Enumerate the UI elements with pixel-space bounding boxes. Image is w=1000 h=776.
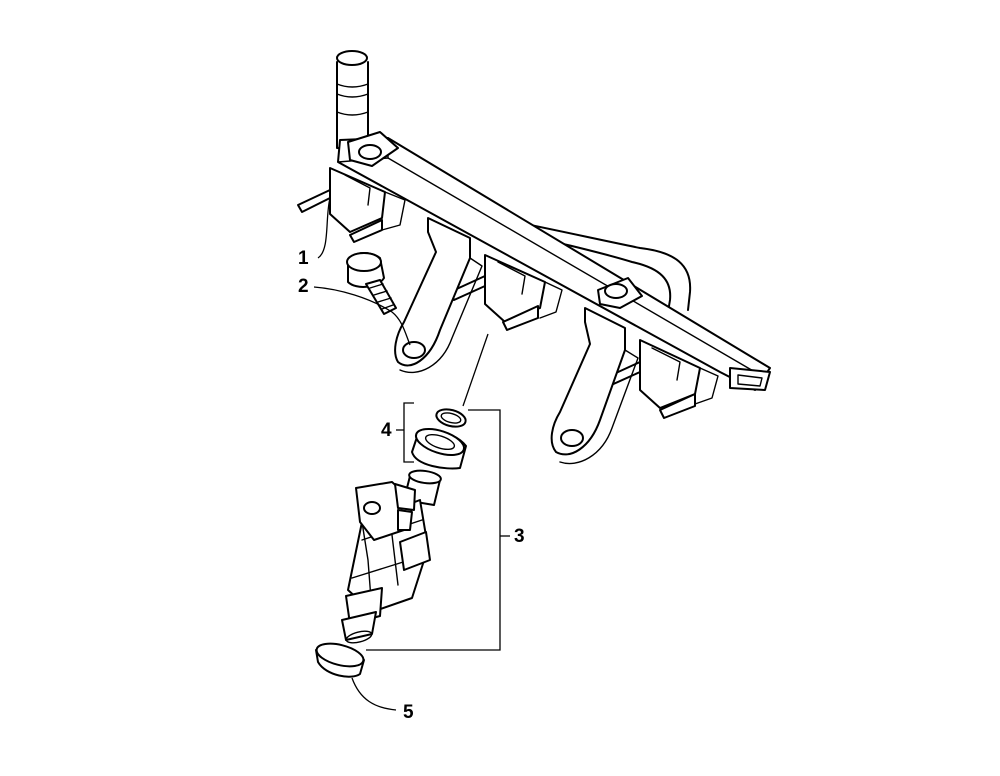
callout-3: 3 [514,526,525,547]
injector-cup-1 [297,167,406,243]
rail-mount-tab-top [347,131,399,167]
leader-1 [317,197,331,259]
leader-5 [351,677,397,711]
mounting-bolt [346,252,397,315]
bracket-3 [366,409,501,651]
callout-2: 2 [298,276,309,297]
injector-cup-2 [449,254,563,331]
leader-3-upper [462,333,489,407]
leader-2 [313,286,411,346]
bracket-4 [403,402,414,463]
rail-mount-tab-middle [597,277,643,309]
callout-5: 5 [403,702,414,723]
bracket-2 [550,307,639,465]
bracket-1 [394,217,483,374]
callout-1: 1 [298,248,309,269]
injector-cup-3 [604,339,719,419]
o-ring [435,408,467,428]
inlet-pipe [336,50,369,151]
fuel-rail-assembly [297,50,771,465]
leader-lines [313,197,510,711]
callout-4: 4 [381,420,392,441]
lower-seal [315,642,365,678]
injector-grommet [411,427,467,470]
fuel-injector [341,469,442,644]
